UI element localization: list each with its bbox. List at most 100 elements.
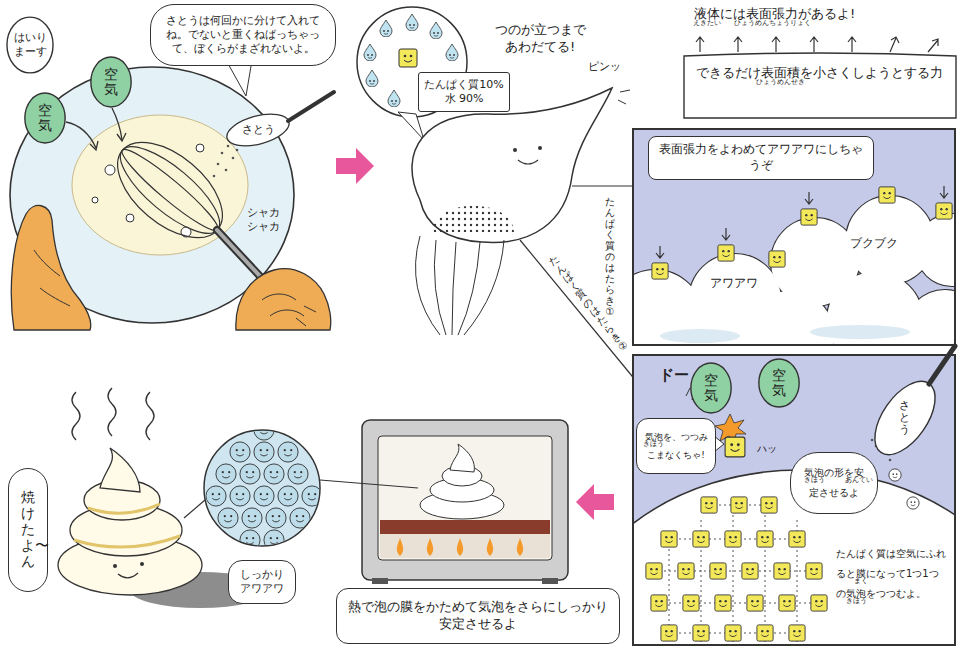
node-text: さとうは何回かに分けて入れてね。でないと重くねばっちゃって、ぼくらがまざれないよ… <box>163 14 323 57</box>
membrane-scene-part <box>725 625 741 641</box>
bowl-scene-part <box>288 92 334 121</box>
membrane-scene-part <box>774 563 790 579</box>
oven-part <box>378 436 552 560</box>
foam-scene-part-part <box>916 214 956 286</box>
caption-box: 熱で泡の膜をかためて気泡をさらにしっかり安定させるよ <box>336 588 620 644</box>
foam-scene-part-part <box>746 291 834 346</box>
whipping-scene-part <box>398 112 424 140</box>
foam-scene-part <box>632 196 956 346</box>
bowl-scene <box>10 60 374 330</box>
surface-tension-band: 液体には表面張力があるよ!できるだけ表面積を小さくしようとする力 <box>684 4 956 118</box>
baked-meringue-part-part <box>254 442 274 462</box>
node-outline-shape <box>691 363 731 413</box>
baked-meringue-part-part <box>216 464 236 484</box>
membrane-panel: ドーハッたんぱく質は空気にふれると膜になって1つ1つの気泡をつつむよ。空気空気気… <box>632 354 956 646</box>
bowl-scene-part <box>196 144 204 152</box>
membrane-scene-part <box>789 625 805 641</box>
whipping-scene-part <box>618 100 626 104</box>
baked-meringue-part <box>320 480 418 488</box>
baked-meringue-part-part <box>266 508 286 528</box>
furigana: えきたい <box>693 20 721 27</box>
furigana: きほう <box>846 598 867 605</box>
bowl-scene-part <box>225 169 228 172</box>
foam-scene-part <box>660 329 740 343</box>
bowl-scene-part <box>296 318 306 326</box>
whipping-scene <box>357 7 646 393</box>
baked-meringue-part-part <box>206 486 226 506</box>
furigana: ひょうめんせき <box>756 79 805 86</box>
air-circle: 空気 <box>24 92 66 144</box>
membrane-scene-part <box>654 505 819 646</box>
node-text: 表面張力をよわめてアワアワにしちゃうぞ <box>657 142 865 173</box>
speech-bubble: しっかりアワアワ <box>228 560 296 604</box>
baked-meringue-part-part <box>230 442 250 462</box>
whipping-scene-part <box>513 148 517 152</box>
whipping-scene-part <box>416 236 505 335</box>
whipping-scene-part <box>380 20 392 37</box>
membrane-scene-part <box>811 595 827 611</box>
furigana: きほう <box>643 441 664 448</box>
baked-meringue-part-part <box>264 464 284 484</box>
node-text: たんぱく質10% 水 90% <box>423 78 505 107</box>
membrane-scene-part <box>715 595 731 611</box>
membrane-scene-part <box>651 595 667 611</box>
baked-meringue-part <box>72 388 154 440</box>
ratio-box: たんぱく質10% 水 90% <box>418 72 510 112</box>
air-circle: 空気 <box>758 358 800 408</box>
ingredient-label: さとう <box>242 123 275 137</box>
whipping-scene-part <box>430 22 442 39</box>
baked-meringue-part-part <box>242 508 262 528</box>
oven-part <box>362 420 568 580</box>
baked-meringue-part-part <box>254 420 274 440</box>
baked-meringue-part <box>74 504 180 547</box>
bowl-scene-part <box>34 250 70 306</box>
spoon <box>863 346 955 465</box>
baked-meringue-part-part <box>288 464 308 484</box>
node-text: 空気 <box>772 368 786 399</box>
furigana: きほう <box>804 477 825 484</box>
membrane-scene-part <box>757 531 773 547</box>
foam-scene-part <box>810 325 910 339</box>
panel-text: ブクブク <box>844 236 904 252</box>
membrane-scene-part <box>661 625 677 641</box>
membrane-scene-part <box>701 497 717 513</box>
function-label: たんぱく質のはたらき① <box>605 196 615 317</box>
oven-part <box>542 578 558 584</box>
bowl-scene-part <box>221 152 224 155</box>
node-outline-shape <box>91 57 131 107</box>
oven-part <box>380 520 550 534</box>
panel-text: ハッ <box>752 442 782 455</box>
bowl-scene-part <box>227 145 230 148</box>
bowl-scene-part <box>92 197 98 203</box>
foam-scene-part <box>652 263 668 279</box>
furigana: ひょうめんちょうりょく <box>734 20 811 27</box>
bowl-scene-part <box>217 163 220 166</box>
node-text: はいりまーす <box>13 31 47 60</box>
membrane-scene-part <box>683 595 699 611</box>
foam-scene-part <box>632 196 956 346</box>
furigana: まく <box>854 578 868 585</box>
membrane-scene-part <box>693 625 709 641</box>
speech-bubble: 焼けたよ〜ん <box>8 468 48 592</box>
sound-effect: シャカシャカ <box>246 206 280 235</box>
baked-meringue-part <box>184 500 205 518</box>
membrane-scene-part <box>710 563 726 579</box>
baked-meringue-part <box>100 448 140 492</box>
baked-meringue-part-part <box>278 442 298 462</box>
bowl-scene-part <box>232 157 235 160</box>
node-text: 空気 <box>704 373 718 404</box>
membrane-scene-part <box>889 469 901 481</box>
whipping-scene-part <box>518 160 538 164</box>
function-label: たんぱく質のはたらき② <box>546 253 630 353</box>
bowl-scene-part <box>236 149 239 152</box>
whipping-scene-part <box>520 240 646 393</box>
node-outline-shape <box>759 359 799 407</box>
membrane-scene-part <box>693 531 709 547</box>
node-outline-shape <box>7 17 53 73</box>
air-circle: 空気 <box>90 56 132 108</box>
baked-meringue-part <box>70 504 182 556</box>
panel-text: できるだけ表面積を小さくしようとする力 <box>696 60 946 86</box>
surface-tension-scene-part <box>684 53 956 118</box>
ingredient-label: さとう <box>899 400 910 436</box>
